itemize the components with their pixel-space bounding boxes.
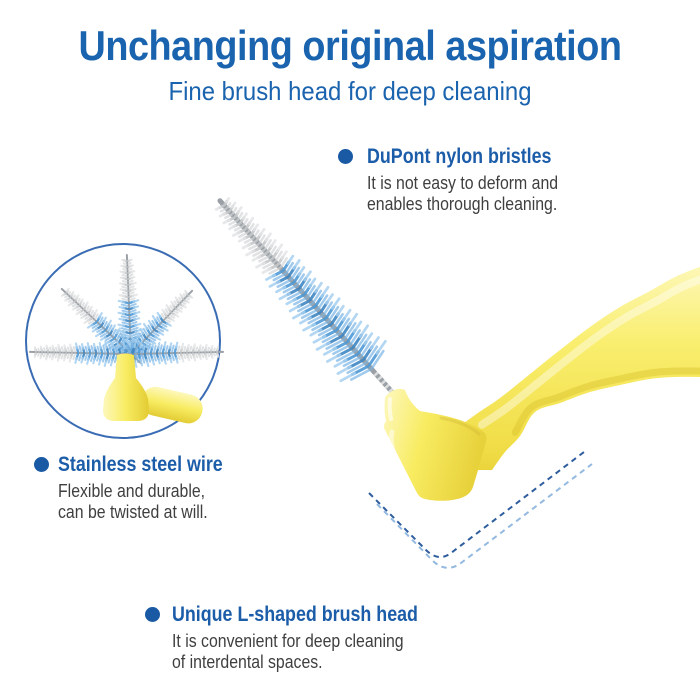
callout-wire: Stainless steel wire Flexible and durabl… bbox=[34, 452, 252, 523]
detail-circle bbox=[25, 243, 221, 439]
bullet-icon bbox=[338, 149, 353, 164]
callout-head-heading: Unique L-shaped brush head bbox=[172, 603, 418, 626]
circle-handle-stub bbox=[141, 386, 203, 424]
page-title: Unchanging original aspiration bbox=[78, 22, 622, 69]
page-subtitle: Fine brush head for deep cleaning bbox=[168, 76, 532, 106]
callout-wire-heading: Stainless steel wire bbox=[58, 453, 223, 476]
brush-neck bbox=[383, 388, 487, 501]
callout-head-line2: of interdental spaces. bbox=[172, 652, 323, 672]
callout-wire-line2: can be twisted at will. bbox=[58, 502, 208, 522]
callout-bristles: DuPont nylon bristles It is not easy to … bbox=[338, 144, 584, 215]
dashed-line-light bbox=[376, 463, 593, 569]
handle-tube bbox=[452, 266, 700, 470]
fan-brushes bbox=[29, 254, 224, 371]
bullet-icon bbox=[145, 607, 160, 622]
callout-wire-line1: Flexible and durable, bbox=[58, 481, 206, 501]
callout-head: Unique L-shaped brush head It is conveni… bbox=[145, 602, 461, 673]
neck-highlight bbox=[387, 397, 393, 421]
bullet-icon bbox=[34, 457, 49, 472]
foot-crease bbox=[439, 416, 481, 436]
callout-bristles-heading: DuPont nylon bristles bbox=[367, 145, 552, 168]
callout-bristles-line2: enables thorough cleaning. bbox=[367, 194, 558, 214]
main-brush bbox=[214, 197, 395, 395]
callout-bristles-line1: It is not easy to deform and bbox=[367, 173, 559, 193]
foot-highlight bbox=[388, 429, 401, 465]
circle-brush-base bbox=[103, 353, 149, 421]
dashed-line-dark bbox=[368, 451, 585, 558]
callout-head-line1: It is convenient for deep cleaning bbox=[172, 631, 404, 651]
